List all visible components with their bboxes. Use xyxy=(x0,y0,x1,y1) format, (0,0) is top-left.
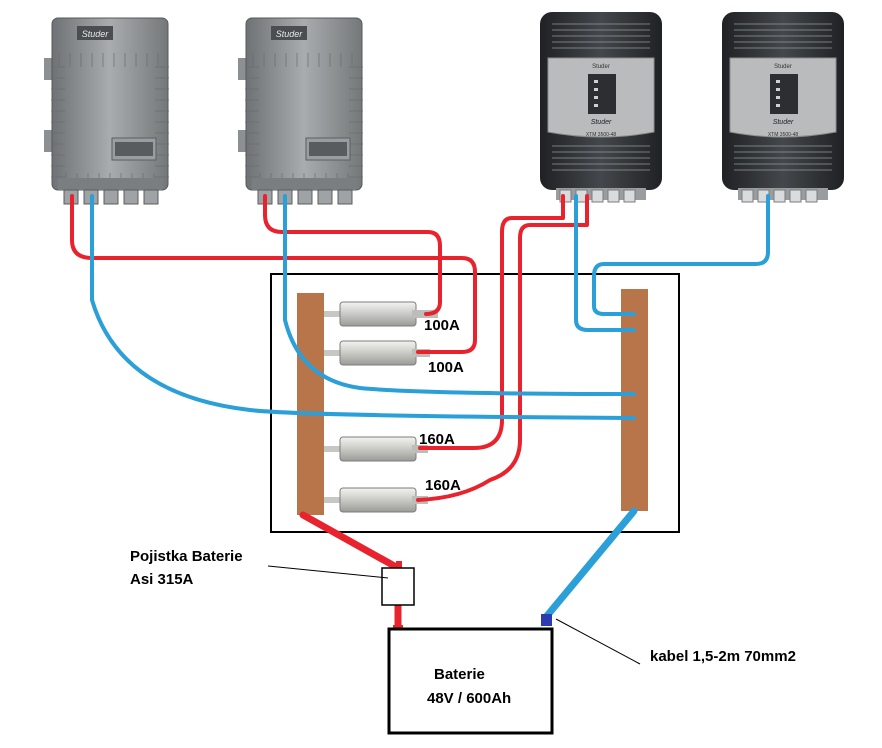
fuse-3-label: 160A xyxy=(419,431,455,448)
wire-charger1-negative xyxy=(90,194,636,420)
charger-1: Studer xyxy=(44,17,169,205)
wire-inverter2-negative xyxy=(592,194,770,316)
inverter-1-brand: Studer xyxy=(592,64,610,70)
inverter-1-model: XTM 3500-48 xyxy=(586,132,617,138)
fuse-3 xyxy=(324,436,428,462)
fuse-leader-line xyxy=(267,565,389,579)
cable-leader-line xyxy=(555,618,641,665)
cable-note: kabel 1,5-2m 70mm2 xyxy=(650,648,796,665)
wire-charger1-positive xyxy=(70,194,477,354)
fuse-4-label: 160A xyxy=(425,477,461,494)
wire-battery-positive xyxy=(299,511,402,572)
battery-negative-terminal xyxy=(541,614,552,626)
busbar-negative xyxy=(621,289,648,511)
charger-2-logo: Studer xyxy=(276,29,304,39)
busbar-positive xyxy=(297,293,324,515)
wire-charger2-negative xyxy=(283,194,636,396)
wire-inverter1-positive xyxy=(418,194,565,450)
charger-2: Studer xyxy=(238,17,363,205)
battery-fuse-label-line1: Pojistka Baterie xyxy=(130,548,243,565)
fuse-1-label: 100A xyxy=(424,317,460,334)
inverter-2-brand: Studer xyxy=(774,64,792,70)
wire-inverter1-negative xyxy=(574,194,636,332)
wire-charger2-positive xyxy=(263,194,442,316)
fuse-2 xyxy=(324,340,430,366)
inverter-2: Studer Studer XTM 3500-48 xyxy=(722,12,844,203)
battery-fuse xyxy=(381,567,415,606)
inverter-2-logo: Studer xyxy=(773,119,794,126)
wire-battery-negative xyxy=(542,507,638,621)
fuse-1 xyxy=(324,301,438,327)
battery-label-line2: 48V / 600Ah xyxy=(427,690,511,707)
charger-1-logo: Studer xyxy=(82,29,110,39)
wire-inverter2-positive xyxy=(416,194,589,502)
inverter-1-logo: Studer xyxy=(591,119,612,126)
fuse-4 xyxy=(324,487,428,513)
inverter-2-model: XTM 3500-48 xyxy=(768,132,799,138)
inverter-1: Studer Studer XTM 3500-48 xyxy=(540,12,662,203)
battery xyxy=(387,627,554,735)
fuse-2-label: 100A xyxy=(428,359,464,376)
battery-label-line1: Baterie xyxy=(434,666,485,683)
battery-fuse-label-line2: Asi 315A xyxy=(130,571,194,588)
